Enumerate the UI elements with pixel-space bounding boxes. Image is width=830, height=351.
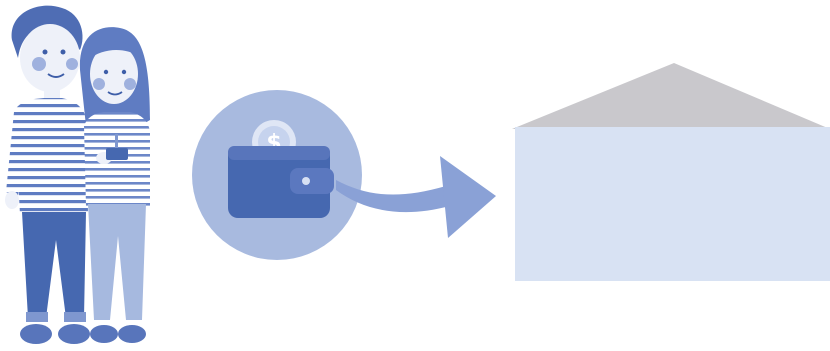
wallet-with-dollar-coin-icon: $ [192, 90, 362, 260]
curved-right-arrow-icon [336, 156, 496, 238]
house-wall [515, 127, 830, 281]
couple-illustration [5, 5, 150, 344]
man-figure [5, 5, 90, 344]
woman-figure [79, 27, 150, 343]
house-roof [512, 63, 830, 129]
